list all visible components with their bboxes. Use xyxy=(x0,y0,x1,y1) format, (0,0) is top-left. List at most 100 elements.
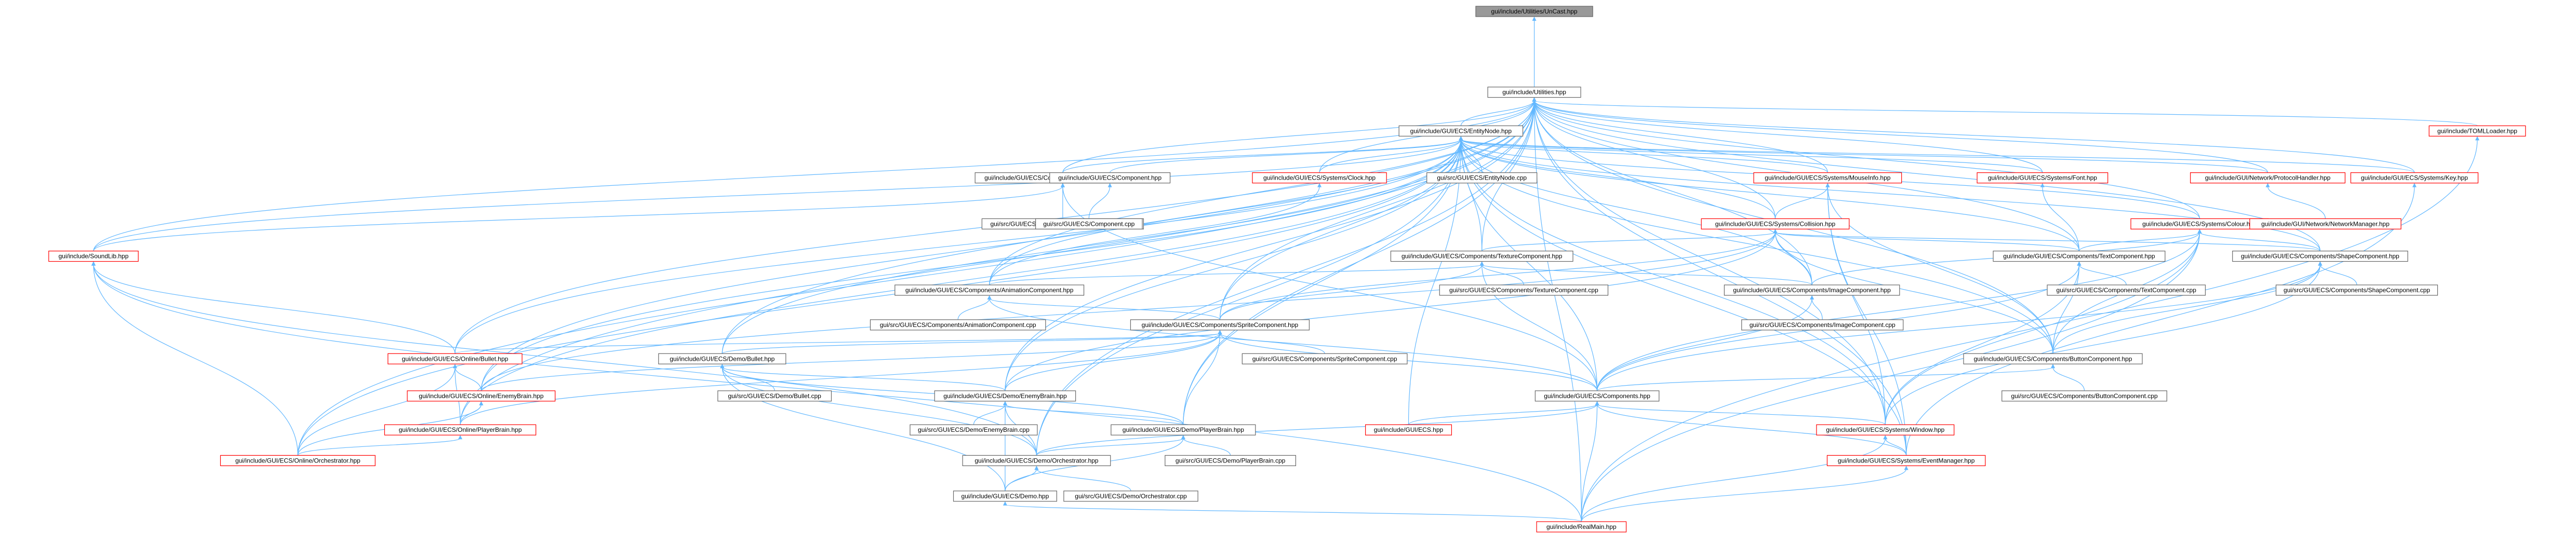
node-box[interactable] xyxy=(1826,455,1986,466)
node-box[interactable] xyxy=(1252,172,1387,184)
node-entitynodecpp[interactable]: gui/src/GUI/ECS/EntityNode.cpp xyxy=(1426,172,1538,184)
node-shapecomp[interactable]: gui/include/GUI/ECS/Components/ShapeComp… xyxy=(2232,250,2408,262)
node-texturecomp[interactable]: gui/include/GUI/ECS/Components/TextureCo… xyxy=(1390,250,1573,262)
node-imagecomp[interactable]: gui/include/GUI/ECS/Components/ImageComp… xyxy=(1724,284,1900,296)
node-mouseinfo[interactable]: gui/include/GUI/ECS/Systems/MouseInfo.hp… xyxy=(1753,172,1902,184)
node-demo[interactable]: gui/include/GUI/ECS/Demo.hpp xyxy=(953,491,1057,502)
node-box[interactable] xyxy=(1130,319,1310,331)
node-spritecomp[interactable]: gui/include/GUI/ECS/Components/SpriteCom… xyxy=(1130,319,1310,331)
node-box[interactable] xyxy=(1165,455,1297,466)
node-onlineplayerbrain[interactable]: gui/include/GUI/ECS/Online/PlayerBrain.h… xyxy=(384,424,537,435)
node-components[interactable]: gui/include/GUI/ECS/Components.hpp xyxy=(1534,390,1660,402)
node-box[interactable] xyxy=(870,319,1046,331)
node-box[interactable] xyxy=(1963,353,2143,364)
node-box[interactable] xyxy=(1487,87,1581,98)
node-demoenemybrain[interactable]: gui/include/GUI/ECS/Demo/EnemyBrain.hpp xyxy=(934,390,1076,402)
edge-font-to-entitynode xyxy=(1460,139,2043,173)
node-realmain[interactable]: gui/include/RealMain.hpp xyxy=(1536,521,1627,533)
node-demoorchestrator[interactable]: gui/include/GUI/ECS/Demo/Orchestrator.hp… xyxy=(962,455,1111,466)
node-box[interactable] xyxy=(1365,424,1452,435)
node-box[interactable] xyxy=(1475,6,1593,17)
node-box[interactable] xyxy=(962,455,1111,466)
node-textcomp[interactable]: gui/include/GUI/ECS/Components/TextCompo… xyxy=(1993,250,2166,262)
node-soundlib[interactable]: gui/include/SoundLib.hpp xyxy=(48,250,139,262)
node-key[interactable]: gui/include/GUI/ECS/Systems/Key.hpp xyxy=(2350,172,2479,184)
node-label: gui/include/GUI/ECS/Components/Animation… xyxy=(905,287,1074,294)
node-box[interactable] xyxy=(2275,284,2438,296)
node-box[interactable] xyxy=(1741,319,1904,331)
node-onlineenemybrain[interactable]: gui/include/GUI/ECS/Online/EnemyBrain.hp… xyxy=(407,390,556,402)
node-eventmanager[interactable]: gui/include/GUI/ECS/Systems/EventManager… xyxy=(1826,455,1986,466)
node-demobulletcpp[interactable]: gui/src/GUI/ECS/Demo/Bullet.cpp xyxy=(717,390,832,402)
node-clock[interactable]: gui/include/GUI/ECS/Systems/Clock.hpp xyxy=(1252,172,1387,184)
node-onlinebullet[interactable]: gui/include/GUI/ECS/Online/Bullet.hpp xyxy=(388,353,523,364)
node-demoplayerbrain[interactable]: gui/include/GUI/ECS/Demo/PlayerBrain.hpp xyxy=(1111,424,1256,435)
node-networkmanager[interactable]: gui/include/GUI/Network/NetworkManager.h… xyxy=(2249,218,2401,229)
node-box[interactable] xyxy=(1390,250,1573,262)
node-box[interactable] xyxy=(1534,390,1660,402)
node-shapecompcpp[interactable]: gui/src/GUI/ECS/Components/ShapeComponen… xyxy=(2275,284,2438,296)
node-demoplayerbraincpp[interactable]: gui/src/GUI/ECS/Demo/PlayerBrain.cpp xyxy=(1165,455,1297,466)
node-box[interactable] xyxy=(1111,424,1256,435)
node-label: gui/include/GUI/ECS/Systems/Clock.hpp xyxy=(1263,174,1376,182)
node-box[interactable] xyxy=(658,353,786,364)
node-box[interactable] xyxy=(953,491,1057,502)
node-label: gui/include/GUI/ECS/Systems/EventManager… xyxy=(1838,457,1975,464)
node-box[interactable] xyxy=(1049,172,1171,184)
node-collision[interactable]: gui/include/GUI/ECS/Systems/Collision.hp… xyxy=(1701,218,1850,229)
node-box[interactable] xyxy=(1398,125,1524,137)
node-box[interactable] xyxy=(1724,284,1900,296)
node-box[interactable] xyxy=(2350,172,2479,184)
node-box[interactable] xyxy=(1753,172,1902,184)
node-animationcomp[interactable]: gui/include/GUI/ECS/Components/Animation… xyxy=(895,284,1085,296)
node-box[interactable] xyxy=(48,250,139,262)
node-box[interactable] xyxy=(1977,172,2108,184)
node-imagecompcpp[interactable]: gui/src/GUI/ECS/Components/ImageComponen… xyxy=(1741,319,1904,331)
node-box[interactable] xyxy=(1816,424,1955,435)
node-componentcpp[interactable]: gui/src/GUI/ECS/Component.cpp xyxy=(1035,218,1143,229)
node-root[interactable]: gui/include/Utilities/UnCast.hpp xyxy=(1475,6,1593,17)
node-box[interactable] xyxy=(2249,218,2401,229)
node-ecs[interactable]: gui/include/GUI/ECS.hpp xyxy=(1365,424,1452,435)
node-box[interactable] xyxy=(1701,218,1850,229)
node-box[interactable] xyxy=(717,390,832,402)
node-box[interactable] xyxy=(2001,390,2167,402)
node-textcompcpp[interactable]: gui/src/GUI/ECS/Components/TextComponent… xyxy=(2047,284,2206,296)
node-box[interactable] xyxy=(934,390,1076,402)
node-box[interactable] xyxy=(1035,218,1143,229)
node-buttoncomp[interactable]: gui/include/GUI/ECS/Components/ButtonCom… xyxy=(1963,353,2143,364)
node-entitynode[interactable]: gui/include/GUI/ECS/EntityNode.hpp xyxy=(1398,125,1524,137)
node-box[interactable] xyxy=(2428,125,2526,137)
node-demobullet[interactable]: gui/include/GUI/ECS/Demo/Bullet.hpp xyxy=(658,353,786,364)
node-box[interactable] xyxy=(2232,250,2408,262)
node-utilities[interactable]: gui/include/Utilities.hpp xyxy=(1487,87,1581,98)
node-texturecompcpp[interactable]: gui/src/GUI/ECS/Components/TextureCompon… xyxy=(1439,284,1609,296)
node-box[interactable] xyxy=(1426,172,1538,184)
node-box[interactable] xyxy=(895,284,1085,296)
node-box[interactable] xyxy=(2190,172,2346,184)
node-box[interactable] xyxy=(1063,491,1198,502)
node-onlineorchestrator[interactable]: gui/include/GUI/ECS/Online/Orchestrator.… xyxy=(220,455,376,466)
node-animationcompcpp[interactable]: gui/src/GUI/ECS/Components/AnimationComp… xyxy=(870,319,1046,331)
node-box[interactable] xyxy=(2047,284,2206,296)
node-protocolhandler[interactable]: gui/include/GUI/Network/ProtocolHandler.… xyxy=(2190,172,2346,184)
node-box[interactable] xyxy=(1536,521,1627,533)
node-colour[interactable]: gui/include/GUI/ECS/Systems/Colour.hpp xyxy=(2130,218,2269,229)
node-tomlloader[interactable]: gui/include/TOMLLoader.hpp xyxy=(2428,125,2526,137)
edge-arrowhead-window-to-shapecomp xyxy=(2318,261,2323,266)
node-box[interactable] xyxy=(1439,284,1609,296)
node-demoorchestratorcpp[interactable]: gui/src/GUI/ECS/Demo/Orchestrator.cpp xyxy=(1063,491,1198,502)
node-demoenemybraincpp[interactable]: gui/src/GUI/ECS/Demo/EnemyBrain.cpp xyxy=(910,424,1038,435)
node-box[interactable] xyxy=(1242,353,1408,364)
node-window[interactable]: gui/include/GUI/ECS/Systems/Window.hpp xyxy=(1816,424,1955,435)
node-box[interactable] xyxy=(220,455,376,466)
node-buttoncompcpp[interactable]: gui/src/GUI/ECS/Components/ButtonCompone… xyxy=(2001,390,2167,402)
node-box[interactable] xyxy=(388,353,523,364)
node-spritecompcpp[interactable]: gui/src/GUI/ECS/Components/SpriteCompone… xyxy=(1242,353,1408,364)
node-font[interactable]: gui/include/GUI/ECS/Systems/Font.hpp xyxy=(1977,172,2108,184)
node-box[interactable] xyxy=(384,424,537,435)
node-box[interactable] xyxy=(407,390,556,402)
node-box[interactable] xyxy=(1993,250,2166,262)
node-component[interactable]: gui/include/GUI/ECS/Component.hpp xyxy=(1049,172,1171,184)
node-box[interactable] xyxy=(910,424,1038,435)
